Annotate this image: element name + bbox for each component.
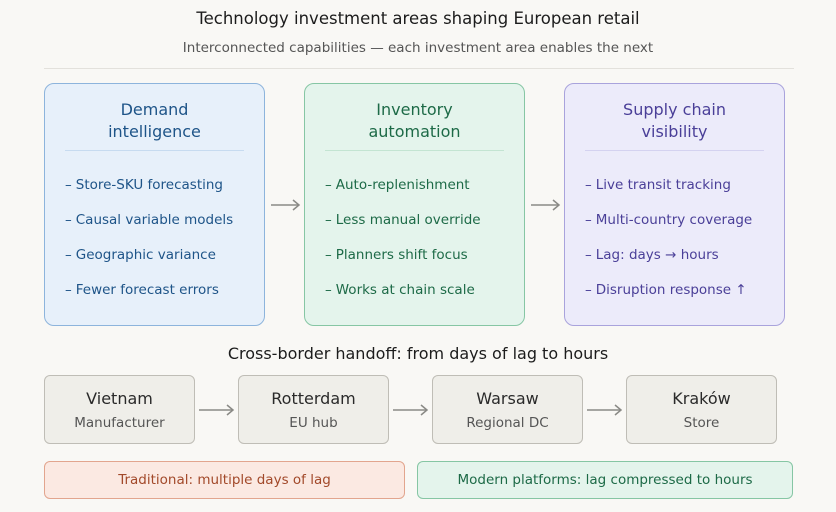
right-arrow-icon	[587, 404, 623, 416]
card-item-label: Store-SKU forecasting	[75, 177, 224, 193]
card-divider	[325, 150, 504, 151]
node-name: Vietnam	[86, 389, 153, 408]
node-vietnam: Vietnam Manufacturer	[44, 375, 195, 444]
node-krakow: Kraków Store	[626, 375, 777, 444]
card-item-label: Causal variable models	[75, 212, 234, 228]
card-list-item: –Planners shift focus	[325, 247, 468, 263]
node-role: EU hub	[289, 415, 338, 431]
card-inventory-automation: Inventory automation –Auto-replenishment…	[304, 83, 525, 326]
card-list-item: –Less manual override	[325, 212, 481, 228]
card-item-label: Works at chain scale	[335, 282, 475, 298]
modern-lag-badge: Modern platforms: lag compressed to hour…	[417, 461, 793, 499]
node-role: Regional DC	[466, 415, 549, 431]
card-list-item: –Disruption response ↑	[585, 282, 747, 298]
card-item-label: Geographic variance	[75, 247, 216, 263]
card-title: Demand intelligence	[108, 100, 201, 141]
card-item-label: Planners shift focus	[335, 247, 468, 263]
traditional-lag-badge: Traditional: multiple days of lag	[44, 461, 405, 499]
header-divider	[44, 68, 794, 69]
handoff-title: Cross-border handoff: from days of lag t…	[227, 344, 609, 363]
card-demand-intelligence: Demand intelligence –Store-SKU forecasti…	[44, 83, 265, 326]
card-list-item: –Causal variable models	[65, 212, 234, 228]
card-item-label: Live transit tracking	[595, 177, 731, 193]
card-list-item: –Store-SKU forecasting	[65, 177, 224, 193]
card-item-label: Disruption response ↑	[595, 282, 747, 298]
card-item-label: Auto-replenishment	[335, 177, 470, 193]
diagram-title: Technology investment areas shaping Euro…	[196, 9, 640, 28]
right-arrow-icon	[393, 404, 429, 416]
card-list-item: –Works at chain scale	[325, 282, 475, 298]
node-rotterdam: Rotterdam EU hub	[238, 375, 389, 444]
node-name: Kraków	[672, 389, 731, 408]
card-item-label: Fewer forecast errors	[75, 282, 219, 298]
card-list-item: –Multi-country coverage	[585, 212, 753, 228]
card-item-list: –Live transit tracking –Multi-country co…	[585, 168, 752, 308]
right-arrow-icon	[199, 404, 235, 416]
card-supply-chain-visibility: Supply chain visibility –Live transit tr…	[564, 83, 785, 326]
node-name: Rotterdam	[271, 389, 356, 408]
card-title: Inventory automation	[368, 100, 461, 141]
card-title: Supply chain visibility	[623, 100, 726, 141]
diagram-subtitle: Interconnected capabilities — each inves…	[182, 40, 654, 56]
card-item-list: –Store-SKU forecasting –Causal variable …	[65, 168, 233, 308]
card-item-label: Less manual override	[335, 212, 481, 228]
card-divider	[65, 150, 244, 151]
node-name: Warsaw	[476, 389, 539, 408]
card-list-item: –Live transit tracking	[585, 177, 731, 193]
card-list-item: –Lag: days → hours	[585, 247, 719, 263]
right-arrow-icon	[531, 199, 561, 211]
node-warsaw: Warsaw Regional DC	[432, 375, 583, 444]
card-item-label: Lag: days → hours	[595, 247, 719, 263]
card-list-item: –Auto-replenishment	[325, 177, 470, 193]
node-role: Manufacturer	[74, 415, 165, 431]
node-role: Store	[683, 415, 720, 431]
card-item-label: Multi-country coverage	[595, 212, 753, 228]
right-arrow-icon	[271, 199, 301, 211]
card-list-item: –Geographic variance	[65, 247, 216, 263]
card-item-list: –Auto-replenishment –Less manual overrid…	[325, 168, 481, 308]
card-list-item: –Fewer forecast errors	[65, 282, 219, 298]
card-divider	[585, 150, 764, 151]
